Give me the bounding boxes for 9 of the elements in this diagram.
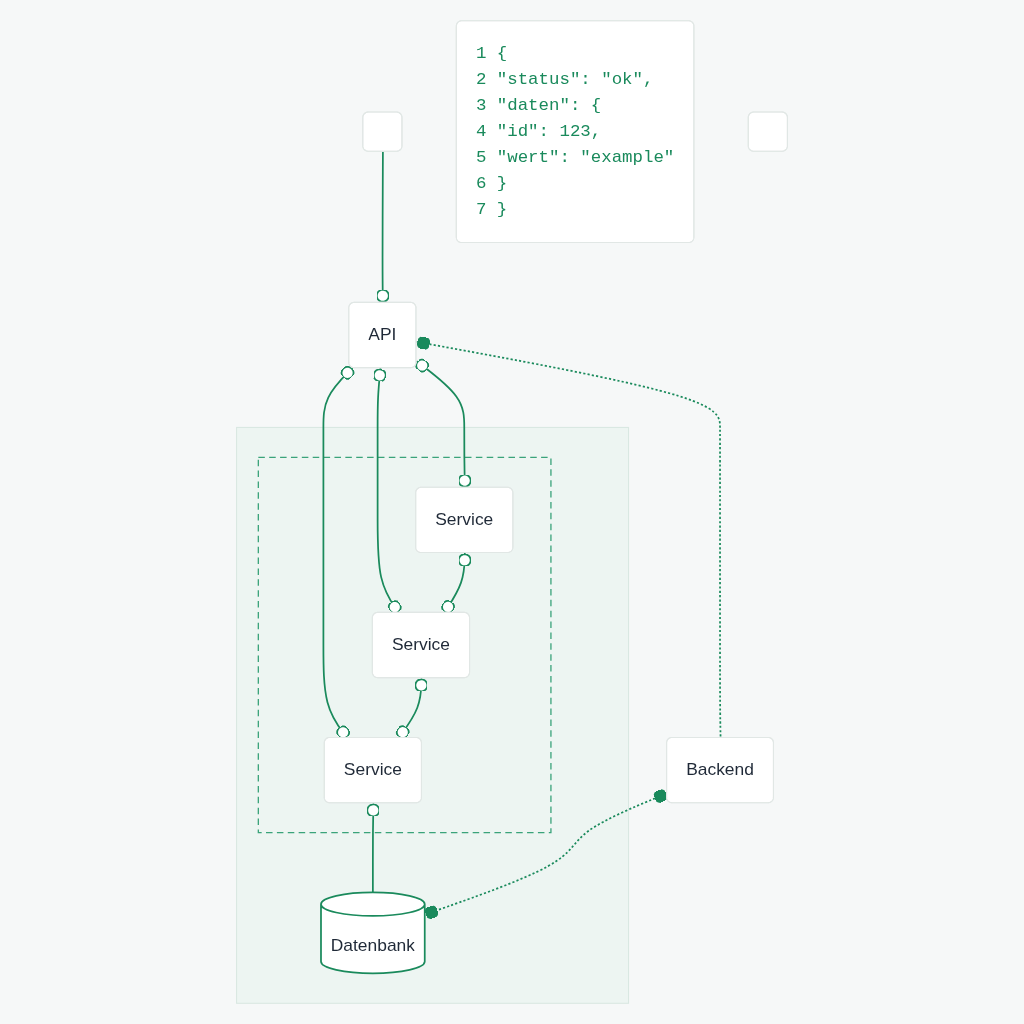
cluster [257,456,552,834]
connector [423,789,668,920]
connector [441,552,472,614]
connector [415,358,472,489]
connector [375,150,390,304]
cluster [236,426,630,1004]
connector [366,802,381,894]
connector [372,367,402,614]
connector [415,336,722,739]
